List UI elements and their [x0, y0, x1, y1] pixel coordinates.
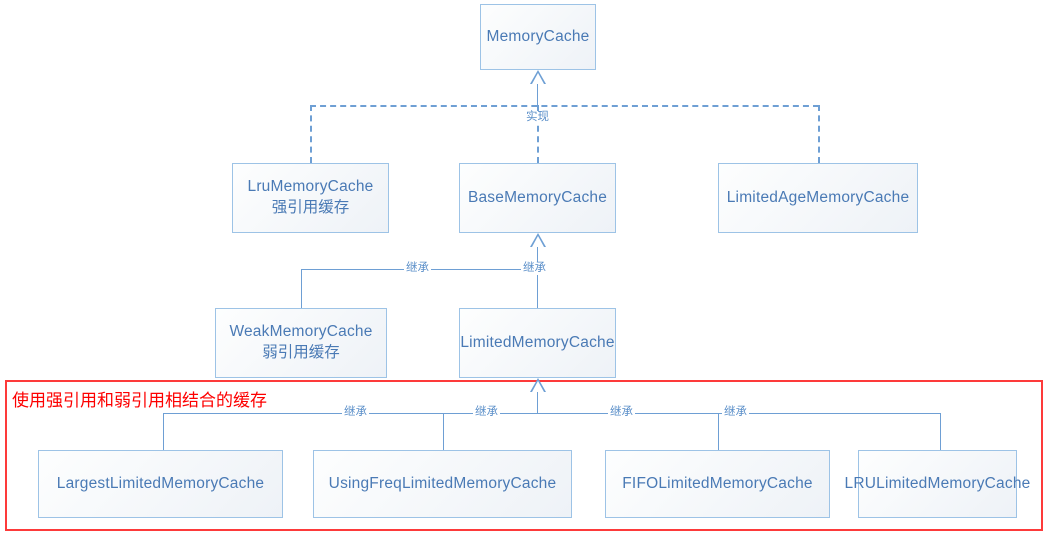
connector-drop-lru-limited: [940, 413, 941, 450]
connector-drop-largest: [163, 413, 164, 450]
edge-label-inherit-fifo: 继承: [608, 406, 635, 419]
connector-drop-weak: [301, 269, 302, 308]
realization-drop-base: [537, 105, 539, 163]
class-name-limited-age-memory-cache: LimitedAgeMemoryCache: [726, 188, 910, 206]
class-name-fifo-limited-memory-cache: FIFOLimitedMemoryCache: [622, 474, 813, 492]
realization-drop-limitedage: [818, 105, 820, 163]
class-name-weak-memory-cache: WeakMemoryCache: [229, 323, 373, 341]
class-name-using-freq-limited-memory-cache: UsingFreqLimitedMemoryCache: [328, 474, 557, 492]
group-frame-label: 使用强引用和弱引用相结合的缓存: [10, 386, 269, 411]
realization-drop-lru: [310, 105, 312, 163]
class-box-memory-cache[interactable]: MemoryCache: [480, 4, 596, 70]
connector-limited-stem: [537, 392, 538, 413]
group-frame-combined-cache: [5, 380, 1043, 531]
class-name-base-memory-cache: BaseMemoryCache: [467, 188, 608, 206]
class-box-base-memory-cache[interactable]: BaseMemoryCache: [459, 163, 616, 233]
class-name-largest-limited-memory-cache: LargestLimitedMemoryCache: [56, 474, 265, 492]
edge-label-inherit-weak: 继承: [404, 262, 431, 275]
class-subtitle-lru-memory-cache: 强引用缓存: [271, 199, 350, 216]
edge-label-inherit-limited: 继承: [521, 262, 548, 275]
class-name-lru-memory-cache: LruMemoryCache: [247, 178, 374, 196]
class-box-lru-memory-cache[interactable]: LruMemoryCache 强引用缓存: [232, 163, 389, 233]
class-box-fifo-limited-memory-cache[interactable]: FIFOLimitedMemoryCache: [605, 450, 830, 518]
class-box-limited-memory-cache[interactable]: LimitedMemoryCache: [459, 308, 616, 378]
connector-drop-usingfreq: [443, 413, 444, 450]
class-name-memory-cache: MemoryCache: [486, 27, 590, 45]
class-box-weak-memory-cache[interactable]: WeakMemoryCache 弱引用缓存: [215, 308, 387, 378]
edge-label-inherit-largest: 继承: [342, 406, 369, 419]
connector-base-stem: [537, 247, 538, 269]
class-name-limited-memory-cache: LimitedMemoryCache: [460, 333, 615, 351]
edge-label-realize: 实现: [524, 111, 551, 124]
class-subtitle-weak-memory-cache: 弱引用缓存: [262, 344, 340, 361]
class-name-lru-limited-memory-cache: LRULimitedMemoryCache: [844, 474, 1031, 492]
class-box-largest-limited-memory-cache[interactable]: LargestLimitedMemoryCache: [38, 450, 283, 518]
edge-label-inherit-lru: 继承: [722, 406, 749, 419]
class-box-limited-age-memory-cache[interactable]: LimitedAgeMemoryCache: [718, 163, 918, 233]
class-box-using-freq-limited-memory-cache[interactable]: UsingFreqLimitedMemoryCache: [313, 450, 572, 518]
realization-bus-line: [310, 105, 819, 107]
inheritance-bus-row4: [163, 413, 940, 414]
connector-drop-fifo: [718, 413, 719, 450]
connector-memorycache-stem: [537, 84, 538, 106]
edge-label-inherit-usingfreq: 继承: [473, 406, 500, 419]
connector-drop-limited: [537, 269, 538, 308]
class-box-lru-limited-memory-cache[interactable]: LRULimitedMemoryCache: [845, 450, 1030, 518]
